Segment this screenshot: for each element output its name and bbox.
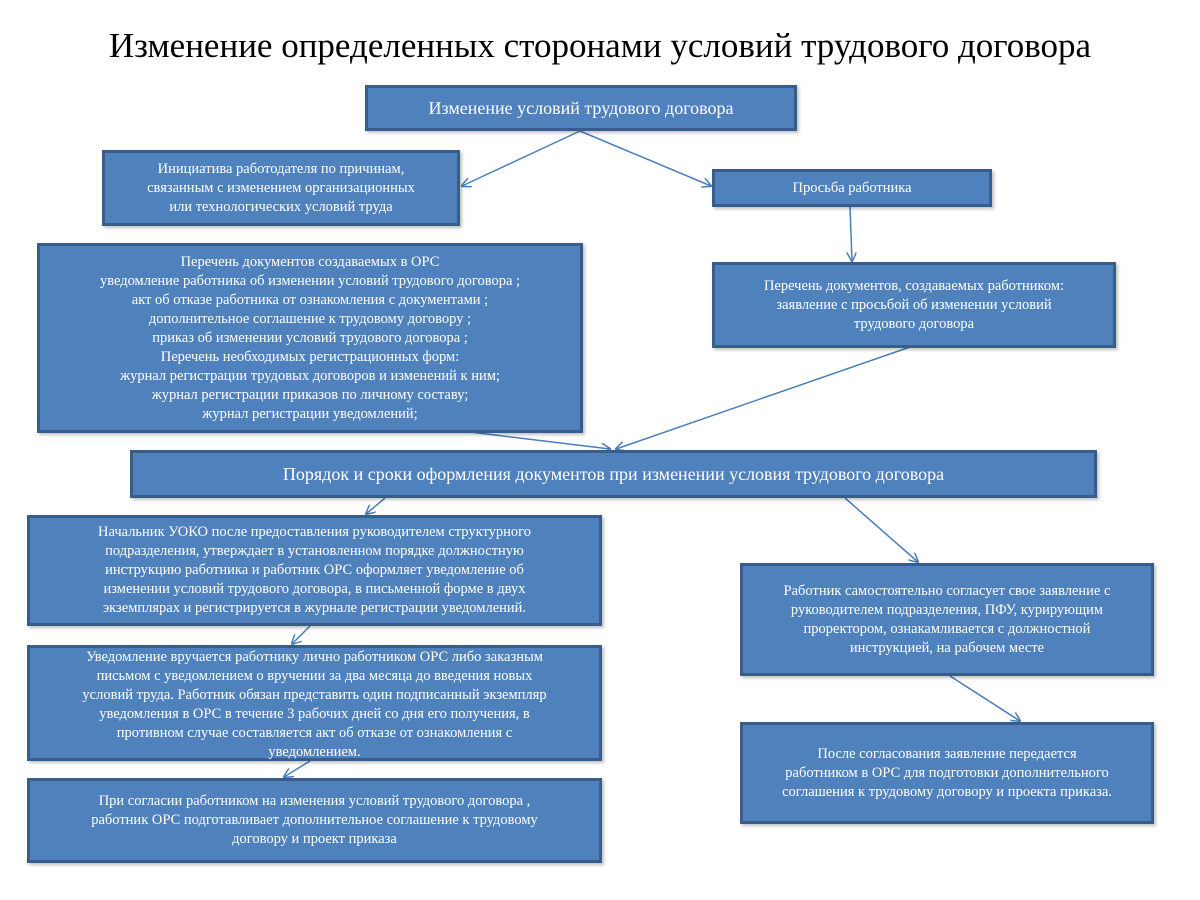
node-line: Просьба работника — [792, 179, 912, 196]
arrow-left-1-to-left-2 — [292, 625, 311, 644]
node-line: Работник самостоятельно согласует свое з… — [783, 582, 1111, 599]
node-line: журнал регистрации уведомлений; — [202, 405, 418, 422]
node-line: связанным с изменением организационных — [147, 179, 415, 196]
arrow-employee-docs-to-procedure — [616, 346, 911, 449]
node-line: работником в ОРС для подготовки дополнит… — [785, 764, 1109, 781]
node-line: Перечень документов создаваемых в ОРС — [180, 253, 440, 270]
node-line: Инициатива работодателя по причинам, — [157, 160, 405, 177]
arrow-procedure-to-right-1 — [844, 497, 918, 562]
node-line: уведомление работника об изменении услов… — [99, 272, 521, 289]
node-line: После согласования заявление передается — [817, 745, 1077, 762]
node-line: приказ об изменении условий трудового до… — [152, 329, 468, 346]
employee-request-node: Просьба работника — [712, 169, 992, 207]
root-node: Изменение условий трудового договора — [365, 85, 797, 131]
node-line: акт об отказе работника от ознакомления … — [131, 291, 489, 308]
step-right-1-node: Работник самостоятельно согласует свое з… — [740, 563, 1154, 676]
node-line: или технологических условий труда — [169, 198, 393, 215]
node-line: уведомления в ОРС в течение 3 рабочих дн… — [99, 706, 530, 722]
node-line: договору и проект приказа — [232, 831, 397, 847]
arrow-root-to-employer — [462, 130, 581, 186]
arrow-ors-docs-to-procedure — [469, 431, 610, 449]
node-line: дополнительное соглашение к трудовому до… — [148, 310, 472, 327]
arrow-right-1-to-right-2 — [949, 675, 1020, 721]
node-line: инструкцией, на рабочем месте — [849, 639, 1045, 656]
node-line: При согласии работником на изменения усл… — [98, 793, 531, 809]
page-title: Изменение определенных сторонами условий… — [108, 26, 1092, 65]
step-left-2-node: Уведомление вручается работнику лично ра… — [27, 645, 602, 761]
employer-initiative-node: Инициатива работодателя по причинам, свя… — [102, 150, 460, 226]
node-line: Порядок и сроки оформления документов пр… — [282, 463, 945, 484]
node-line: Перечень документов, создаваемых работни… — [763, 277, 1065, 294]
node-line: инструкцию работника и работник ОРС офор… — [105, 562, 524, 578]
node-line: изменении условий трудового договора, в … — [103, 581, 526, 597]
node-line: журнал регистрации приказов по личному с… — [151, 386, 469, 403]
arrow-employee-to-docs — [850, 206, 852, 261]
node-line: подразделения, утверждает в установленно… — [105, 543, 524, 559]
step-left-1-node: Начальник УОКО после предоставления руко… — [27, 515, 602, 626]
node-line: письмом с уведомлением о вручении за два… — [96, 668, 533, 684]
node-line: противном случае составляется акт об отк… — [116, 725, 513, 741]
node-line: условий труда. Работник обязан представи… — [82, 687, 547, 703]
step-right-2-node: После согласования заявление передается … — [740, 722, 1154, 824]
step-left-3-node: При согласии работником на изменения усл… — [27, 778, 602, 863]
node-line: проректором, ознакамливается с должностн… — [803, 620, 1091, 637]
arrow-root-to-employee — [579, 130, 711, 186]
ors-documents-node: Перечень документов создаваемых в ОРС ув… — [37, 243, 583, 433]
node-line: экземплярах и регистрируется в журнале р… — [102, 600, 527, 616]
node-line: руководителем подразделения, ПФУ, куриру… — [790, 601, 1104, 618]
procedure-node: Порядок и сроки оформления документов пр… — [130, 450, 1097, 498]
node-line: Начальник УОКО после предоставления руко… — [98, 524, 531, 540]
node-line: Перечень необходимых регистрационных фор… — [160, 348, 460, 365]
root-node-text: Изменение условий трудового договора — [428, 97, 734, 118]
node-line: заявление с просьбой об изменении услови… — [776, 296, 1052, 313]
arrow-left-2-to-left-3 — [284, 760, 311, 777]
node-line: Уведомление вручается работнику лично ра… — [86, 649, 543, 665]
arrow-procedure-to-left-1 — [366, 497, 386, 514]
node-line: журнал регистрации трудовых договоров и … — [120, 367, 500, 384]
employee-documents-node: Перечень документов, создаваемых работни… — [712, 262, 1116, 348]
node-line: трудового договора — [853, 315, 975, 332]
node-line: соглашения к трудовому договору и проект… — [782, 783, 1112, 800]
node-line: работник ОРС подготавливает дополнительн… — [91, 812, 538, 828]
node-line: уведомлением. — [268, 744, 361, 760]
